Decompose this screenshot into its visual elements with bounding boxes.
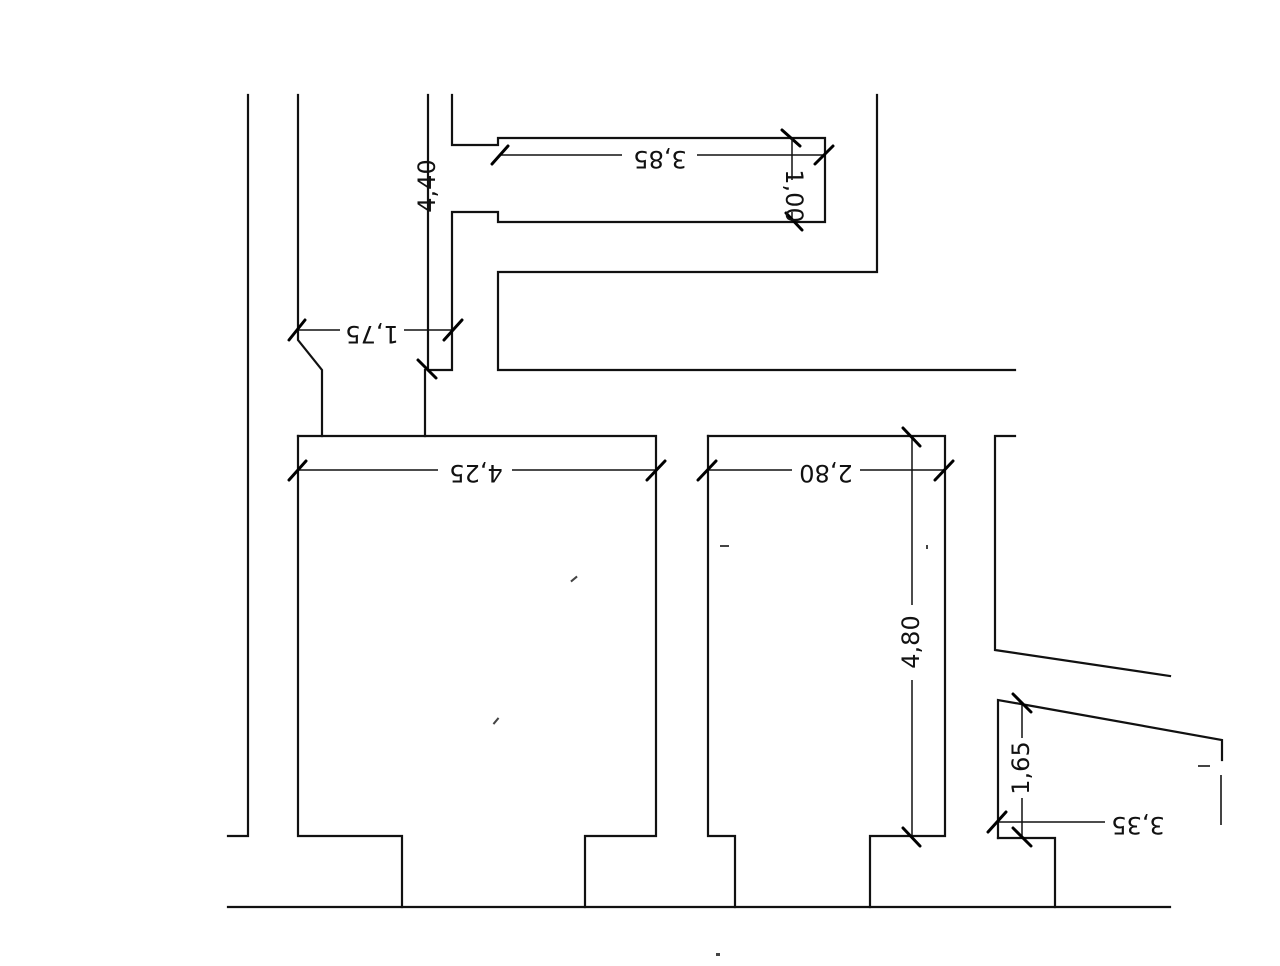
- wall-right-step: [996, 836, 1057, 909]
- dimension-label-2-80: 2,80: [799, 459, 852, 487]
- dimension-label-4-40: 4,40: [413, 159, 441, 212]
- wall-room-middle-side: [706, 434, 737, 909]
- wall-room-left: [296, 434, 658, 909]
- dimension-labels: 3,85 1,00 4,40 1,75 4,25 2,80 4,80 1,65 …: [345, 145, 1164, 839]
- dimension-label-3-85: 3,85: [633, 145, 686, 173]
- wall-upper-right-room: [496, 93, 1017, 372]
- scan-specks: [492, 545, 1222, 956]
- wall-right-upper: [993, 434, 1172, 678]
- dimension-label-4-25: 4,25: [449, 459, 502, 487]
- dimension-label-1-75: 1,75: [345, 320, 398, 348]
- wall-niche: [426, 93, 827, 372]
- dimension-lines: [287, 128, 1105, 848]
- walls: [226, 93, 1224, 909]
- wall-right-lower: [996, 698, 1224, 840]
- wall-room-middle: [706, 434, 947, 909]
- dimension-label-1-00: 1,00: [780, 169, 808, 222]
- dimension-label-4-80: 4,80: [897, 615, 925, 668]
- wall-room-left-side: [296, 434, 404, 909]
- dimension-label-1-65: 1,65: [1007, 741, 1035, 794]
- wall-corridor-left: [296, 93, 324, 438]
- dimension-label-3-35: 3,35: [1111, 811, 1164, 839]
- wall-left-outer: [226, 93, 250, 838]
